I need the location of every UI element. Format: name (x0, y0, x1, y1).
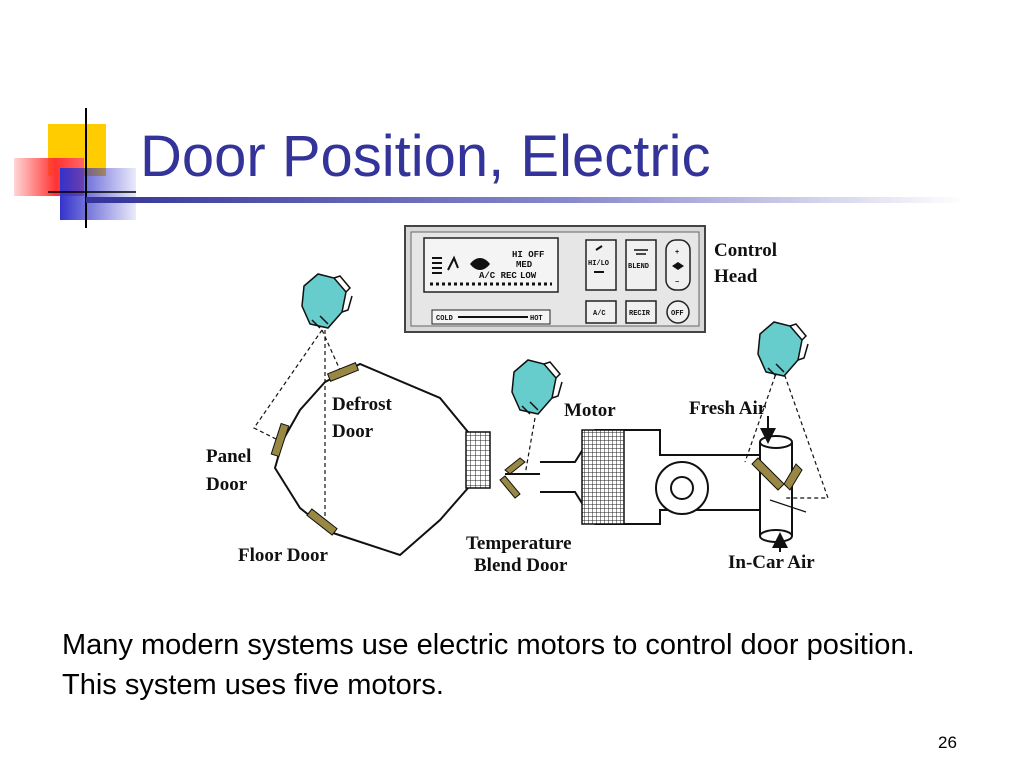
ac-button[interactable]: A/C (585, 300, 617, 324)
lcd-display: HI OFF MED A/C REC LOW (423, 237, 559, 293)
lcd-med: MED (516, 260, 533, 270)
air-inlet (759, 435, 793, 543)
label-temperature-blend-1: Temperature (466, 533, 572, 554)
label-panel-door-1: Panel (206, 446, 251, 467)
label-control-head-1: Control (714, 240, 777, 261)
label-defrost-door-2: Door (332, 421, 374, 442)
svg-text:OFF: OFF (671, 310, 684, 318)
motor-icon-2 (511, 359, 563, 415)
fan-speed-button[interactable]: + − (665, 239, 691, 291)
label-motor: Motor (564, 400, 616, 421)
title-decoration (14, 108, 966, 228)
floor-door (306, 508, 338, 536)
label-defrost-door-1: Defrost (332, 394, 392, 415)
evaporator-core (581, 429, 625, 525)
label-panel-door-2: Door (206, 474, 248, 495)
lcd-hi-off: HI OFF (512, 250, 544, 260)
svg-text:RECIR: RECIR (629, 310, 651, 318)
recirc-button[interactable]: RECIR (625, 300, 657, 324)
off-button[interactable]: OFF (666, 300, 690, 324)
slide-title: Door Position, Electric (140, 124, 711, 189)
svg-text:HI/LO: HI/LO (588, 260, 609, 268)
svg-text:−: − (675, 279, 679, 287)
control-head: HI OFF MED A/C REC LOW COLD HOT HI/LO (404, 225, 706, 333)
svg-text:+: + (675, 249, 679, 257)
svg-text:A/C: A/C (593, 310, 606, 318)
panel-door (270, 422, 290, 458)
svg-text:BLEND: BLEND (628, 263, 649, 271)
slide-body-text: Many modern systems use electric motors … (62, 629, 915, 701)
temp-hot-label: HOT (530, 315, 543, 323)
title-rule (86, 197, 966, 203)
control-linkages (253, 329, 829, 526)
temperature-blend-door (499, 457, 540, 499)
recirc-door (751, 457, 807, 513)
heater-core (465, 431, 491, 489)
motor-icon-1 (301, 273, 353, 329)
door-position-diagram: HI OFF MED A/C REC LOW COLD HOT HI/LO (206, 225, 829, 576)
page-number: 26 (938, 733, 957, 752)
defrost-door (326, 362, 360, 382)
mode-button-1[interactable]: HI/LO (585, 239, 617, 291)
deco-blue-square (60, 168, 136, 220)
blower-wheel (655, 461, 709, 515)
label-control-head-2: Head (714, 266, 758, 287)
label-in-car-air: In-Car Air (728, 552, 815, 573)
lcd-low: LOW (520, 271, 537, 281)
temp-cold-label: COLD (436, 315, 453, 323)
label-floor-door: Floor Door (238, 545, 328, 566)
lcd-ac-rec: A/C REC (479, 271, 517, 281)
label-fresh-air: Fresh Air (689, 398, 767, 419)
label-temperature-blend-2: Blend Door (474, 555, 568, 576)
temperature-slider: COLD HOT (431, 309, 551, 325)
blend-button[interactable]: BLEND (625, 239, 657, 291)
motor-icon-3 (757, 321, 809, 377)
